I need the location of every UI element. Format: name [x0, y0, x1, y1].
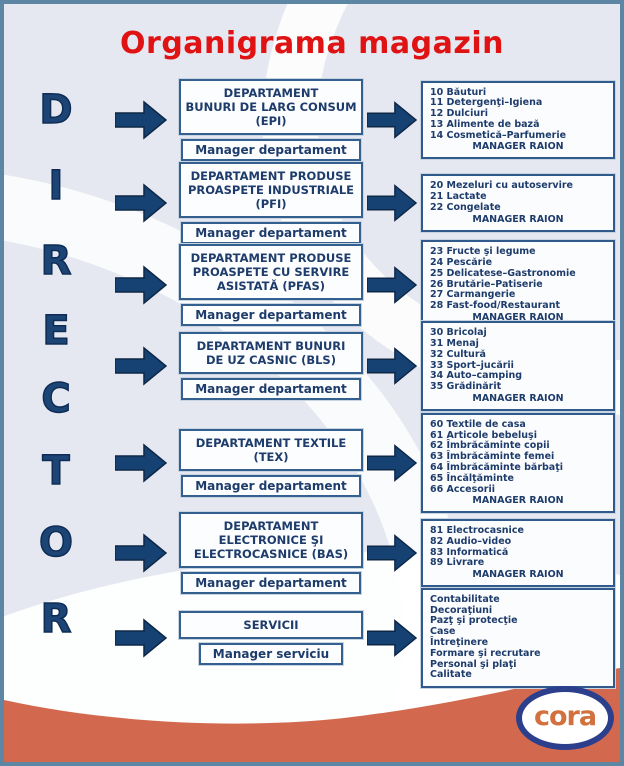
director-letter: C — [41, 376, 72, 422]
org-row: DEPARTAMENT BUNURI DE UZ CASNIC (BLS) Ma… — [8, 321, 620, 411]
manager-box: Manager departament — [181, 475, 361, 497]
director-letter: I — [48, 163, 64, 209]
director-letter: E — [42, 308, 71, 354]
manager-box: Manager departament — [181, 572, 361, 594]
arrow-right-icon — [367, 266, 417, 304]
org-row: DEPARTAMENT PRODUSE PROASPETE CU SERVIRE… — [8, 240, 620, 330]
department-box: DEPARTAMENT BUNURI DE UZ CASNIC (BLS) — [179, 332, 363, 374]
raion-list-box: 30 Bricolaj 31 Menaj 32 Cultură 33 Sport… — [421, 321, 615, 411]
director-letter: R — [40, 596, 72, 642]
arrow-right-icon — [115, 265, 167, 305]
org-row: SERVICII Manager serviciu Contabilitate … — [8, 587, 620, 689]
page-title: Organigrama magazin — [120, 26, 504, 61]
department-box: DEPARTAMENT BUNURI DE LARG CONSUM (EPI) — [179, 79, 363, 135]
raion-manager-label: MANAGER RAION — [472, 495, 564, 507]
bottom-orange-wave — [4, 668, 620, 762]
arrow-right-icon — [115, 346, 167, 386]
raion-manager-label: MANAGER RAION — [472, 569, 564, 581]
org-row: DEPARTAMENT TEXTILE (TEX) Manager depart… — [8, 412, 620, 514]
raion-items: 60 Textile de casa 61 Articole bebeluşi … — [430, 418, 564, 495]
manager-box: Manager departament — [181, 139, 361, 161]
arrow-right-icon — [367, 101, 417, 139]
arrow-right-icon — [367, 534, 417, 572]
raion-manager-label: MANAGER RAION — [472, 141, 564, 153]
director-letter: T — [42, 448, 71, 494]
raion-manager-label: MANAGER RAION — [472, 311, 564, 323]
director-letter: O — [38, 520, 74, 566]
raion-list-box: 10 Băuturi 11 Detergenţi–Igiena 12 Dulci… — [421, 80, 615, 160]
org-row: DEPARTAMENT PRODUSE PROASPETE INDUSTRIAL… — [8, 162, 620, 244]
raion-items: Contabilitate Decoraţiuni Pazţ şi protec… — [430, 593, 541, 681]
arrow-right-icon — [367, 184, 417, 222]
department-box: DEPARTAMENT ELECTRONICE ŞI ELECTROCASNIC… — [179, 512, 363, 568]
org-row: DEPARTAMENT BUNURI DE LARG CONSUM (EPI) … — [8, 78, 620, 162]
arrow-right-icon — [367, 444, 417, 482]
raion-list-box: Contabilitate Decoraţiuni Pazţ şi protec… — [421, 587, 615, 689]
director-letter: R — [40, 238, 72, 284]
raion-manager-label: MANAGER RAION — [472, 213, 564, 225]
raion-list-box: 60 Textile de casa 61 Articole bebeluşi … — [421, 412, 615, 514]
raion-items: 23 Fructe şi legume 24 Pescărie 25 Delic… — [430, 246, 576, 312]
raion-items: 20 Mezeluri cu autoservire 21 Lactate 22… — [430, 180, 573, 213]
arrow-right-icon — [367, 619, 417, 657]
cora-logo-text: cora — [533, 701, 597, 732]
raion-items: 30 Bricolaj 31 Menaj 32 Cultură 33 Sport… — [430, 327, 523, 393]
arrow-right-icon — [115, 443, 167, 483]
raion-list-box: 81 Electrocasnice 82 Audio–video 83 Info… — [421, 518, 615, 588]
manager-box: Manager departament — [181, 378, 361, 400]
raion-manager-label: MANAGER RAION — [472, 392, 564, 404]
arrow-right-icon — [115, 618, 167, 658]
director-letter: D — [39, 87, 74, 133]
department-box: DEPARTAMENT PRODUSE PROASPETE CU SERVIRE… — [179, 244, 363, 300]
raion-items: 81 Electrocasnice 82 Audio–video 83 Info… — [430, 524, 524, 569]
cora-logo: cora — [516, 686, 614, 750]
manager-box: Manager departament — [181, 222, 361, 244]
department-box: SERVICII — [179, 611, 363, 639]
department-box: DEPARTAMENT TEXTILE (TEX) — [179, 429, 363, 471]
org-row: DEPARTAMENT ELECTRONICE ŞI ELECTROCASNIC… — [8, 512, 620, 594]
arrow-right-icon — [115, 183, 167, 223]
raion-list-box: 23 Fructe şi legume 24 Pescărie 25 Delic… — [421, 240, 615, 330]
raion-list-box: 20 Mezeluri cu autoservire 21 Lactate 22… — [421, 174, 615, 232]
arrow-right-icon — [367, 347, 417, 385]
manager-box: Manager departament — [181, 304, 361, 326]
arrow-right-icon — [115, 100, 167, 140]
raion-items: 10 Băuturi 11 Detergenţi–Igiena 12 Dulci… — [430, 86, 567, 141]
arrow-right-icon — [115, 533, 167, 573]
department-box: DEPARTAMENT PRODUSE PROASPETE INDUSTRIAL… — [179, 162, 363, 218]
manager-box: Manager serviciu — [198, 643, 344, 665]
